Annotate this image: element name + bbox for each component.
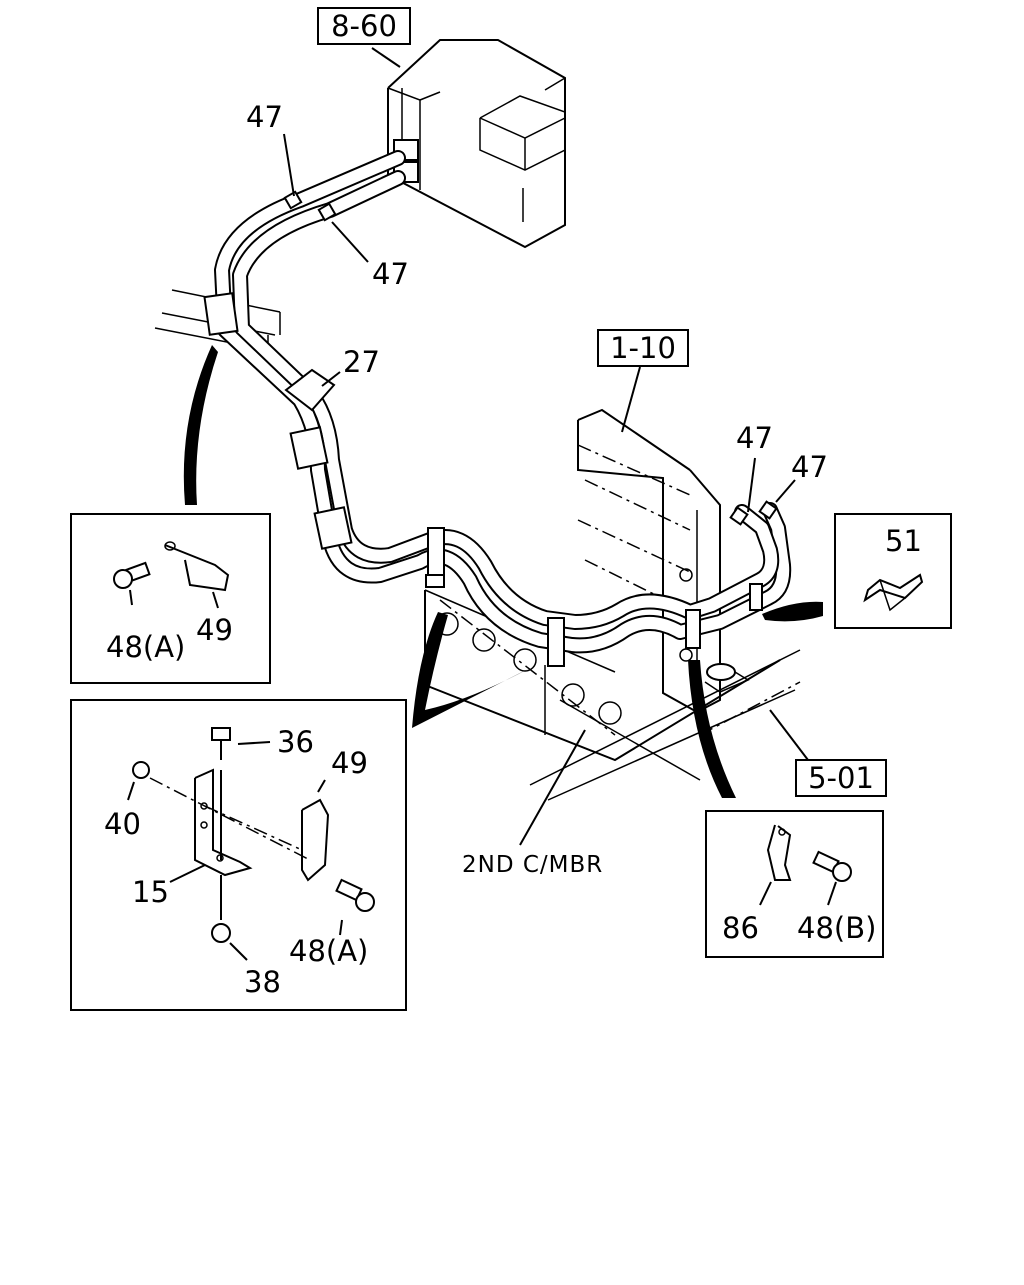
detail1-part-49-label: 49	[196, 613, 233, 647]
detail-pointers	[183, 345, 823, 798]
detail-box-4: 51	[834, 513, 952, 629]
part-47-label-mid: 47	[372, 257, 409, 291]
leader-lines	[283, 47, 911, 846]
part-51-label: 51	[885, 524, 922, 558]
detail2-part-38-label: 38	[244, 965, 281, 999]
detail2-part-40-label: 40	[104, 807, 141, 841]
upper-unit	[387, 39, 566, 249]
detail2-part-48a-label: 48(A)	[289, 934, 368, 968]
part-47-label-right-b: 47	[791, 450, 828, 484]
tube-assembly	[203, 150, 792, 667]
detail2-part-49-label: 49	[331, 746, 368, 780]
part-47-label-top-left: 47	[246, 100, 283, 134]
detail2-part-15-label: 15	[132, 875, 169, 909]
ref-5-01[interactable]: 5-01	[795, 759, 887, 797]
part-47-label-right-a: 47	[736, 421, 773, 455]
detail3-part-86-label: 86	[722, 911, 759, 945]
detail2-part-36-label: 36	[277, 725, 314, 759]
part-27-label: 27	[343, 345, 380, 379]
detail3-part-48b-label: 48(B)	[797, 911, 876, 945]
detail1-part-48a-label: 48(A)	[106, 630, 185, 664]
detail-box-2: 36 49 40 15 48(A) 38	[70, 699, 407, 1011]
ref-8-60-label: 8-60	[331, 9, 397, 43]
radiator-unit	[577, 408, 750, 714]
cross-member-note: 2ND C/MBR	[462, 852, 603, 878]
ref-8-60[interactable]: 8-60	[317, 7, 411, 45]
detail-box-3: 86 48(B)	[705, 810, 884, 958]
ref-1-10[interactable]: 1-10	[597, 329, 689, 367]
detail-box-1: 48(A) 49	[70, 513, 271, 684]
ref-5-01-label: 5-01	[808, 761, 874, 795]
ref-1-10-label: 1-10	[610, 331, 676, 365]
